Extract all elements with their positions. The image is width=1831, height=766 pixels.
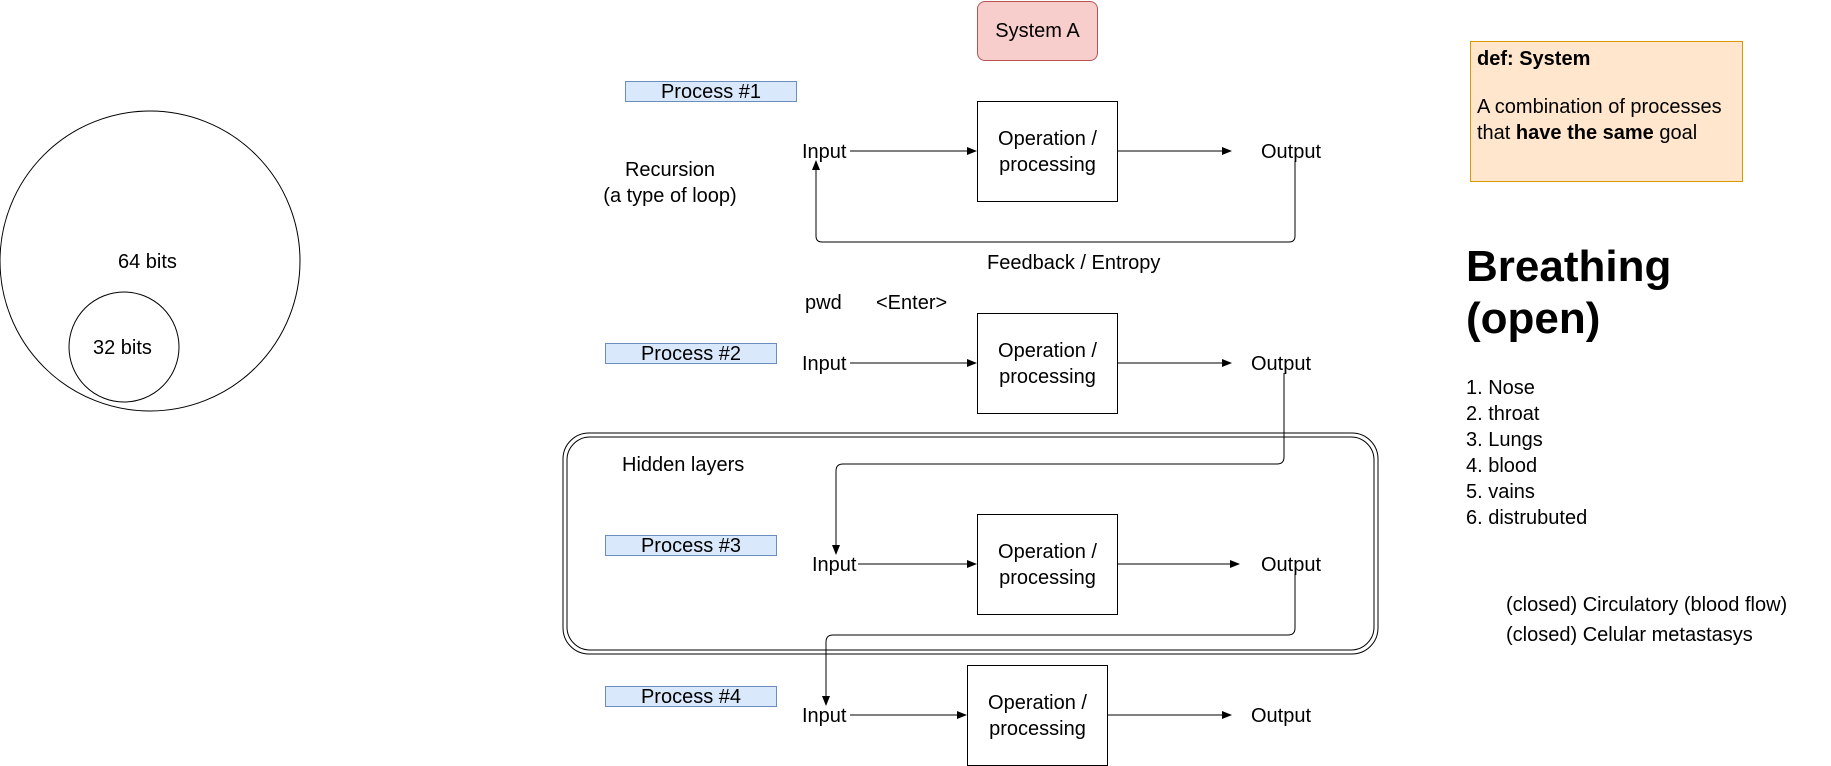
command-enter: <Enter> <box>876 292 948 314</box>
process-1-operation-label: Operation / processing <box>998 127 1097 176</box>
process-4-operation-box: Operation / processing <box>967 665 1108 766</box>
p3-to-p4-connector <box>822 574 1296 706</box>
process-4-operation-label: Operation / processing <box>988 691 1087 740</box>
process-3-output: Output <box>1261 554 1322 576</box>
breathing-step: 2. throat <box>1466 403 1540 425</box>
process-2-tag: Process #2 <box>605 343 777 364</box>
closed-system-celular: (closed) Celular metastasys <box>1506 624 1753 646</box>
process-3-operation-box: Operation / processing <box>977 514 1118 615</box>
process-2-input: Input <box>802 353 847 375</box>
definition-text-before: A combination of processes that <box>1477 96 1722 144</box>
breathing-step: 5. vains <box>1466 481 1535 503</box>
breathing-step: 1. Nose <box>1466 377 1535 399</box>
definition-text-after: goal <box>1653 122 1698 144</box>
outer-circle-label: 64 bits <box>118 251 177 273</box>
inner-circle-label: 32 bits <box>93 337 152 359</box>
outer-circle-64-bits <box>0 110 301 412</box>
closed-system-circulatory: (closed) Circulatory (blood flow) <box>1506 594 1788 616</box>
process-2-operation-label: Operation / processing <box>998 339 1097 388</box>
definition-text: A combination of processes that have the… <box>1477 94 1736 146</box>
process-3-operation-label: Operation / processing <box>998 540 1097 589</box>
definition-text-bold: have the same <box>1515 122 1654 144</box>
process-2-output: Output <box>1251 353 1312 375</box>
process-1-operation-box: Operation / processing <box>977 101 1118 202</box>
breathing-steps: 1. Nose 2. throat 3. Lungs 4. blood 5. v… <box>1466 375 1587 531</box>
breathing-title-line1: Breathing <box>1466 242 1672 291</box>
breathing-step: 4. blood <box>1466 455 1538 477</box>
hidden-layers-container-inner <box>566 436 1375 651</box>
command-pwd: pwd <box>805 292 842 314</box>
system-title-box: System A <box>977 1 1098 61</box>
inner-circle-32-bits <box>68 291 180 403</box>
breathing-title: Breathing (open) <box>1466 241 1671 345</box>
process-4-output: Output <box>1251 705 1312 727</box>
breathing-step: 6. distrubuted <box>1466 507 1588 529</box>
process-1-output: Output <box>1261 141 1322 163</box>
process-3-tag: Process #3 <box>605 535 777 556</box>
process-1-tag: Process #1 <box>625 81 797 102</box>
hidden-layers-label: Hidden layers <box>622 454 745 476</box>
definition-title: def: System <box>1477 48 1591 70</box>
process-4-input: Input <box>802 705 847 727</box>
process-4-tag: Process #4 <box>605 686 777 707</box>
recursion-label-line1: Recursion <box>624 159 716 181</box>
process-3-input: Input <box>812 554 857 576</box>
definition-box: def: System A combination of processes t… <box>1470 41 1743 182</box>
breathing-step: 3. Lungs <box>1466 429 1543 451</box>
hidden-layers-container <box>562 432 1379 655</box>
feedback-label: Feedback / Entropy <box>987 252 1161 274</box>
breathing-title-line2: (open) <box>1466 294 1601 343</box>
recursion-label-line2: (a type of loop) <box>603 185 737 207</box>
p2-to-p3-connector <box>832 373 1285 555</box>
process-1-input: Input <box>802 141 847 163</box>
process-2-operation-box: Operation / processing <box>977 313 1118 414</box>
feedback-loop-arrow <box>812 160 1296 243</box>
recursion-label: Recursion (a type of loop) <box>590 157 750 209</box>
system-title: System A <box>995 19 1080 42</box>
